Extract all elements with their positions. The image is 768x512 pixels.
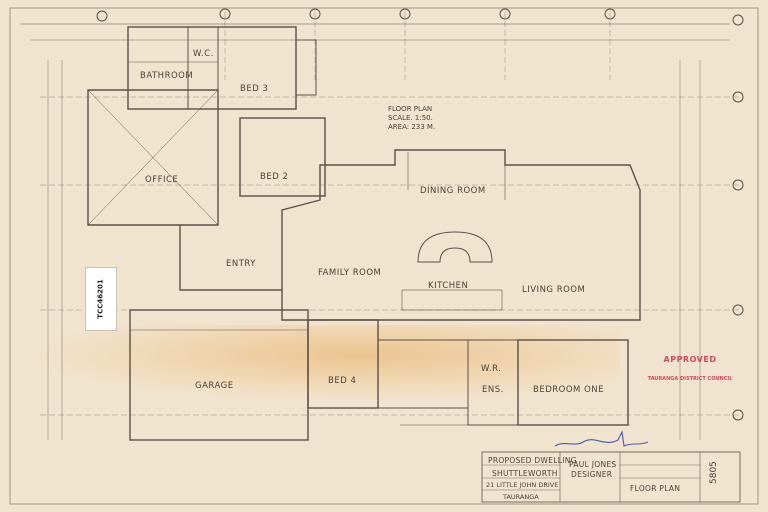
title-block-designer-1: PAUL JONES [569, 460, 617, 469]
room-label-entry: ENTRY [226, 259, 256, 269]
room-label-bedroom-one: BEDROOM ONE [533, 385, 604, 395]
room-label-wr: W.R. [481, 364, 502, 374]
signature [554, 430, 649, 447]
room-label-bathroom: BATHROOM [140, 71, 194, 81]
room-label-bed3: BED 3 [240, 84, 269, 94]
plan-notes: FLOOR PLAN SCALE. 1:50. AREA: 233 M. [388, 105, 435, 132]
stamp-council: TAURANGA DISTRICT COUNCIL [647, 376, 733, 382]
title-block-sheet-title: FLOOR PLAN [630, 484, 681, 493]
title-block-designer-2: DESIGNER [571, 470, 613, 479]
title-block-proposal: PROPOSED DWELLING [488, 456, 577, 465]
title-block-address-1: 21 LITTLE JOHN DRIVE [486, 481, 559, 489]
barcode-label: TCC46201 [85, 267, 117, 331]
approval-stamp: APPROVED TAURANGA DISTRICT COUNCIL [636, 355, 744, 382]
title-block-address-2: TAURANGA [503, 493, 539, 501]
room-label-dining: DINING ROOM [420, 186, 486, 196]
plan-scale: SCALE. 1:50. [388, 114, 433, 122]
room-label-garage: GARAGE [195, 381, 234, 391]
room-label-wc: W.C. [193, 49, 214, 59]
room-label-bed2: BED 2 [260, 172, 289, 182]
room-label-living: LIVING ROOM [522, 285, 586, 295]
title-block-sheet-number: 5805 [709, 461, 719, 484]
plan-title: FLOOR PLAN [388, 105, 433, 113]
plan-area: AREA: 233 M. [388, 123, 436, 131]
title-block-client: SHUTTLEWORTH [492, 469, 558, 478]
room-label-office: OFFICE [145, 175, 179, 185]
room-label-ens: ENS. [482, 385, 504, 395]
room-label-bed4: BED 4 [328, 376, 357, 386]
room-label-kitchen: KITCHEN [428, 281, 469, 291]
stamp-heading: APPROVED [663, 355, 717, 364]
barcode-label-text: TCC46201 [97, 279, 105, 319]
room-label-family: FAMILY ROOM [318, 268, 382, 278]
